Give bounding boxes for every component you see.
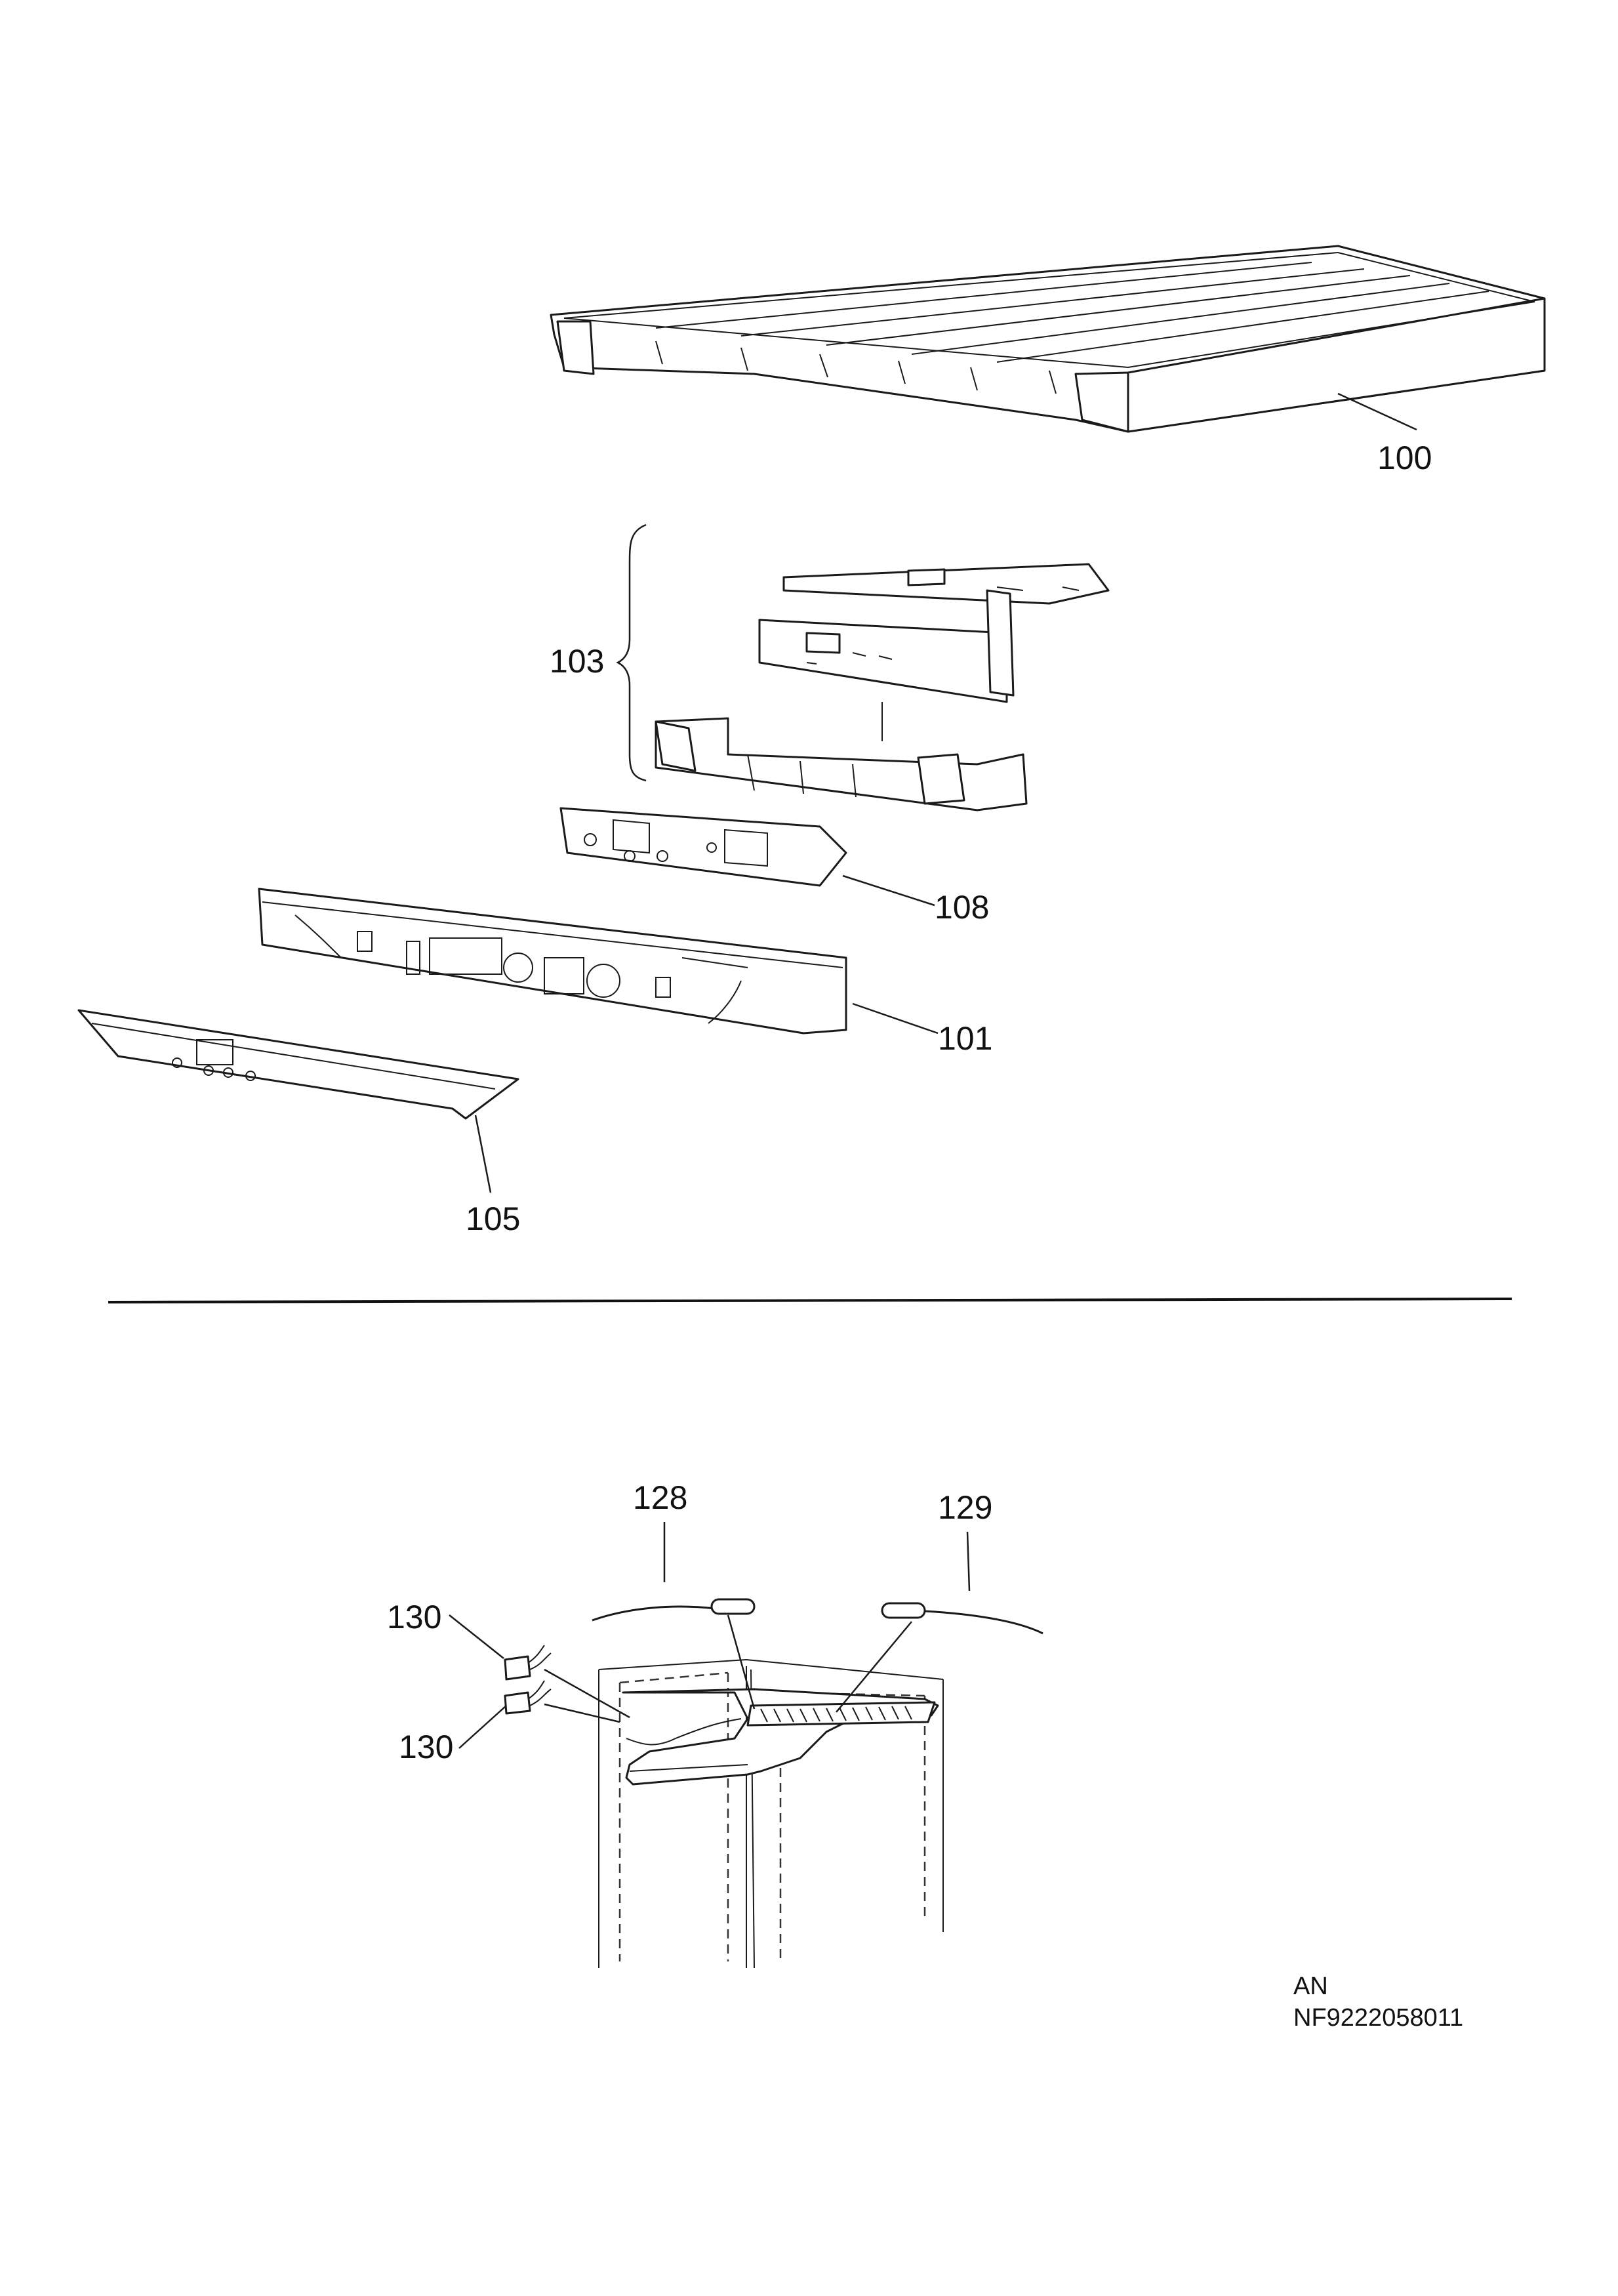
footer-code-line2: NF9222058011 <box>1293 2004 1463 2032</box>
callout-128: 128 <box>633 1479 687 1516</box>
leader-130-to-duct-a <box>544 1668 630 1719</box>
part-101-control-housing <box>258 888 847 1035</box>
leader-108 <box>842 874 935 907</box>
callout-101: 101 <box>938 1020 992 1057</box>
part-108-board <box>559 807 847 887</box>
callout-108: 108 <box>935 889 989 926</box>
part-103-assembly <box>655 563 1110 811</box>
callout-130-lower: 130 <box>399 1729 453 1765</box>
leader-130-to-duct-b <box>544 1703 620 1723</box>
leader-130-lower <box>458 1705 507 1749</box>
leader-129-top <box>966 1531 971 1591</box>
leader-128-to-duct <box>727 1614 756 1710</box>
callout-103: 103 <box>550 643 604 680</box>
callout-130-upper: 130 <box>387 1599 441 1635</box>
part-130-connector-lower <box>504 1680 552 1715</box>
leader-100 <box>1337 392 1417 431</box>
leader-129-to-duct <box>836 1621 912 1713</box>
part-128-temperature-probe <box>592 1598 756 1622</box>
brace-103 <box>616 523 647 782</box>
part-129-temperature-probe <box>881 1602 1043 1635</box>
part-105-front-panel <box>77 1009 519 1120</box>
air-duct-assembly <box>622 1688 939 1786</box>
callout-100: 100 <box>1377 440 1432 476</box>
section-divider <box>108 1298 1512 1303</box>
callout-129: 129 <box>938 1489 992 1526</box>
leader-101 <box>852 1002 939 1035</box>
callout-105: 105 <box>466 1200 520 1237</box>
leader-105 <box>474 1115 492 1193</box>
part-100-top-cover <box>550 245 1546 433</box>
leader-130-upper <box>449 1614 504 1659</box>
part-130-connector-upper <box>504 1645 552 1681</box>
footer-code-line1: AN <box>1293 1973 1328 2000</box>
